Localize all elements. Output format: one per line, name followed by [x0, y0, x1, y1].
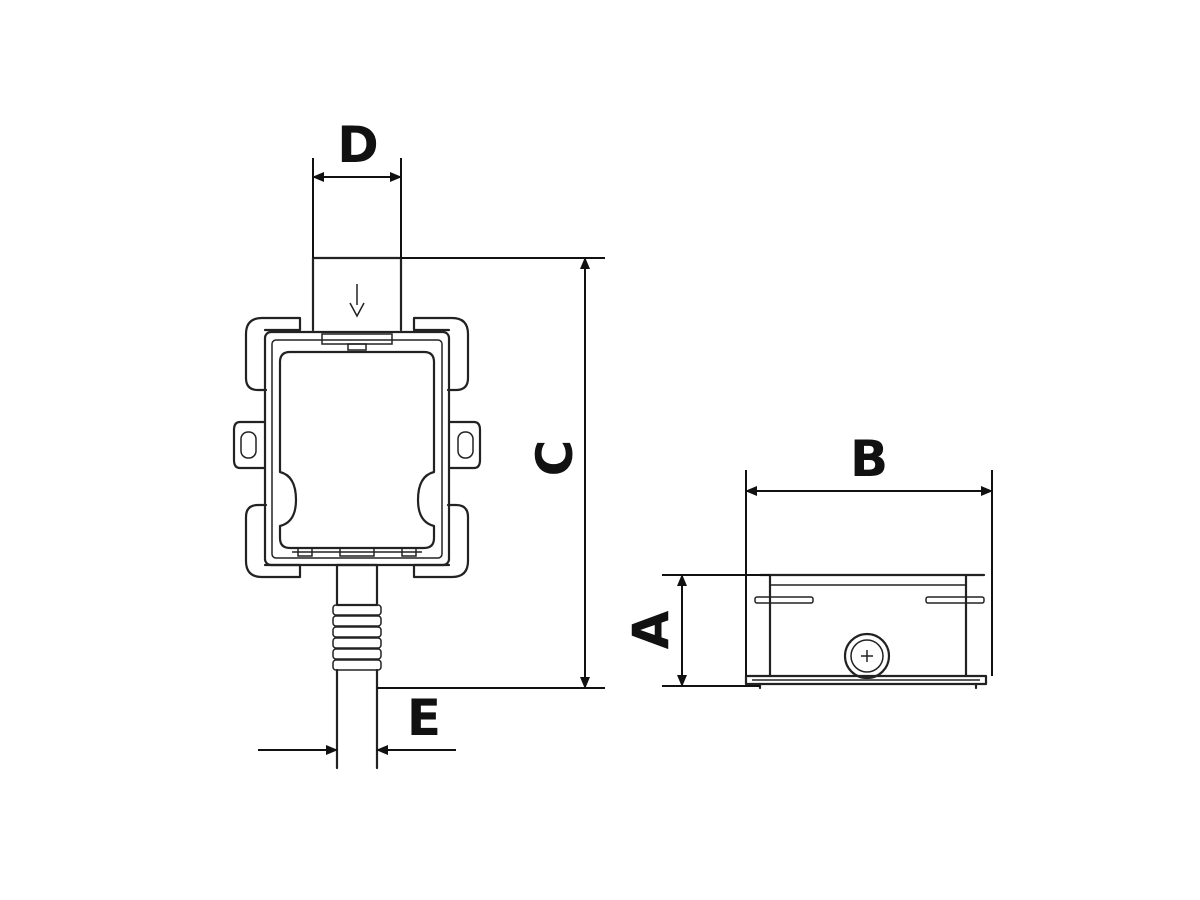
dimension-b: B — [745, 430, 993, 676]
base-flange — [744, 674, 988, 686]
front-view — [232, 256, 482, 770]
side-tab-left — [754, 596, 814, 604]
dimension-label-b: B — [850, 430, 888, 488]
top-clip — [321, 333, 393, 351]
mounting-bracket-left — [232, 316, 302, 579]
dimension-label-c: C — [526, 440, 584, 477]
side-view — [744, 573, 988, 690]
dimension-e: E — [258, 689, 456, 755]
dimension-label-e: E — [407, 689, 441, 747]
inlet-pipe — [311, 256, 403, 332]
box-outer — [263, 330, 451, 567]
dimension-c: C — [377, 257, 605, 689]
bottom-clip — [292, 547, 422, 557]
dimension-d: D — [312, 116, 402, 258]
side-tab-right — [925, 596, 985, 604]
dimension-label-a: A — [622, 610, 680, 649]
inner-cover — [278, 350, 436, 550]
side-port — [843, 632, 891, 680]
dimension-label-d: D — [337, 116, 379, 174]
mounting-bracket-right — [412, 316, 482, 579]
flow-arrow-icon — [349, 284, 365, 318]
outlet-hose — [332, 563, 382, 770]
dimension-a: A — [622, 574, 770, 687]
box-frame — [271, 339, 443, 559]
